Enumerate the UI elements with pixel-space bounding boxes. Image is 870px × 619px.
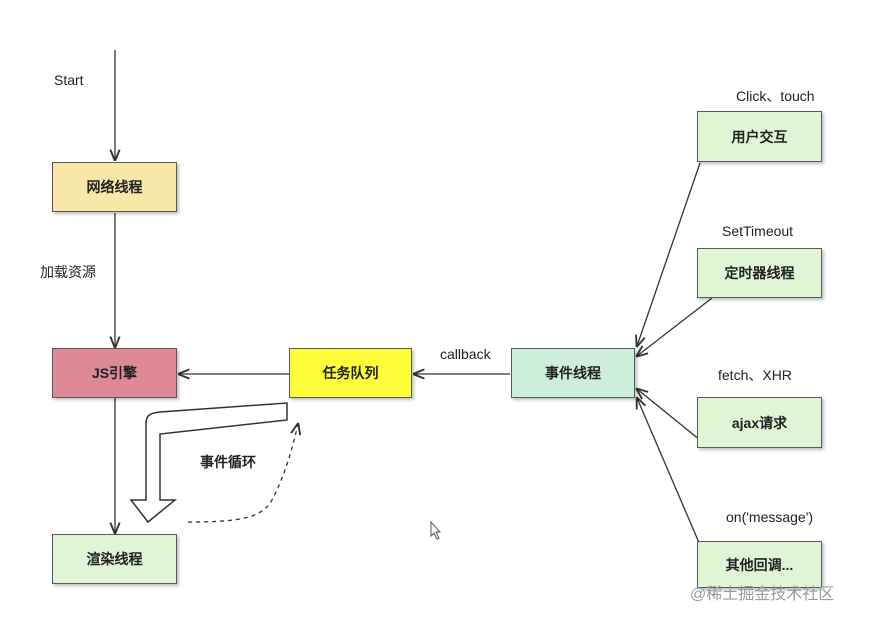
label-event-loop: 事件循环 (200, 454, 256, 470)
node-ajax-request: ajax请求 (697, 397, 822, 448)
node-timer-thread-label: 定时器线程 (724, 265, 795, 281)
node-other-callbacks-label: 其他回调... (725, 556, 794, 573)
label-on-message: on('message') (726, 509, 814, 525)
node-timer-thread: 定时器线程 (697, 248, 822, 298)
event-loop-hollow-arrow (129, 402, 288, 524)
node-task-queue-label: 任务队列 (322, 365, 379, 381)
node-js-engine: JS引擎 (52, 348, 177, 398)
arrow-ajax-to-event (637, 389, 701, 441)
label-callback: callback (440, 346, 491, 362)
node-user-interaction: 用户交互 (697, 111, 822, 162)
node-event-thread: 事件线程 (511, 348, 635, 398)
node-js-engine-label: JS引擎 (91, 365, 138, 381)
node-user-interaction-label: 用户交互 (731, 128, 788, 145)
arrow-timer-to-event (637, 297, 713, 356)
label-fetch-xhr: fetch、XHR (718, 367, 792, 383)
event-loop-dashed-arrow (187, 424, 298, 523)
node-event-thread-label: 事件线程 (545, 365, 601, 381)
label-load-resources: 加载资源 (40, 264, 96, 280)
label-set-timeout: SetTimeout (722, 223, 794, 239)
node-render-thread: 渲染线程 (52, 534, 177, 584)
node-ajax-request-label: ajax请求 (731, 414, 788, 431)
node-network-thread: 网络线程 (52, 162, 177, 212)
node-other-callbacks: 其他回调... (697, 541, 822, 588)
label-click-touch: Click、touch (736, 88, 815, 104)
watermark: @稀土掘金技术社区 (690, 586, 835, 603)
node-network-thread-label: 网络线程 (86, 179, 143, 195)
label-start: Start (54, 72, 84, 88)
node-render-thread-label: 渲染线程 (86, 551, 143, 567)
node-task-queue: 任务队列 (289, 348, 412, 398)
arrow-user-to-event (637, 162, 701, 346)
arrow-other-to-event (637, 398, 701, 546)
cursor-icon (430, 520, 442, 540)
